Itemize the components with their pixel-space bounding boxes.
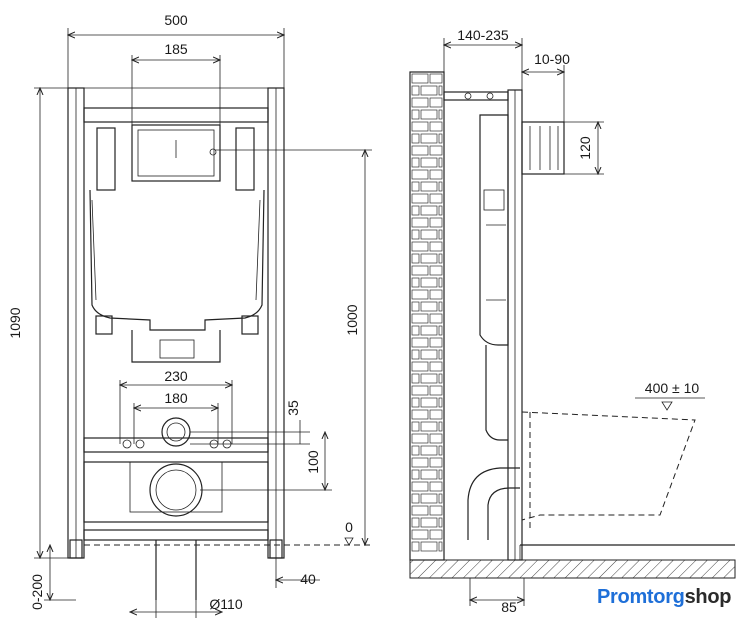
dim-drain-diameter: Ø110 (209, 596, 242, 612)
dim-plate-depth: 10-90 (534, 51, 570, 67)
logo-part-shop: shop (684, 586, 732, 608)
dim-bolt-spacing-inner: 180 (164, 390, 188, 406)
side-dimension-lines (444, 38, 705, 606)
side-view (409, 71, 736, 579)
dim-plate-height: 120 (577, 136, 593, 160)
dim-leg-adjust: 0-200 (29, 574, 45, 610)
front-dimension-lines (34, 28, 372, 618)
dim-drain-setback: 85 (501, 599, 517, 615)
dim-frame-height: 1090 (7, 307, 23, 338)
dim-drain-height: 100 (305, 450, 321, 474)
dim-wall-gap: 140-235 (457, 27, 509, 43)
dim-frame-width: 500 (164, 12, 188, 28)
dim-feed-offset: 35 (285, 400, 301, 416)
dim-bowl-height: 400 ± 10 (645, 380, 700, 396)
promtorgshop-logo[interactable]: Promtorgshop (597, 586, 731, 609)
dim-floor-level: 0 (345, 519, 353, 535)
logo-part-promtorg: Promtorg (597, 586, 685, 608)
dim-flush-plate-width: 185 (164, 41, 188, 57)
brick-wall (411, 73, 443, 552)
dim-bolt-spacing-outer: 230 (164, 368, 188, 384)
dim-leg-offset: 40 (300, 571, 316, 587)
front-view (67, 87, 285, 600)
dim-mount-height: 1000 (344, 304, 360, 335)
